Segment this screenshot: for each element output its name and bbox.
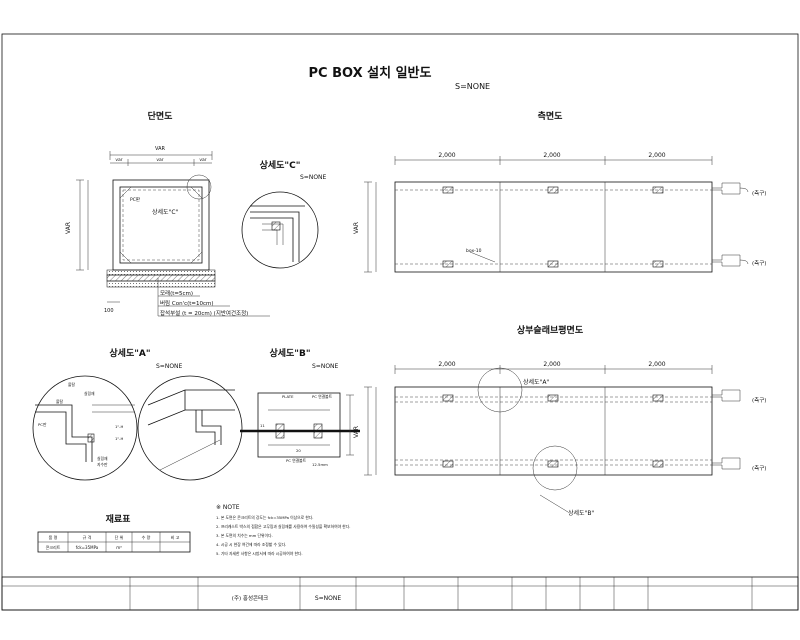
note-3: 3. 본 도면의 치수는 mm 단위이다. <box>216 533 273 538</box>
title-block: (주) 홍성콘테크 S=NONE <box>1 576 799 611</box>
drawing-title: PC BOX 설치 일반도 <box>309 65 432 81</box>
materials-cell-spec: fck=35MPa <box>76 545 99 550</box>
detail-b-title: 상세도"B" <box>269 347 310 359</box>
plan-slab-outline <box>394 386 713 476</box>
detail-a-label-2: 실링재 <box>84 391 95 396</box>
section-dim-sub-left: var <box>115 157 122 163</box>
side-dim-2: 2,000 <box>543 152 560 159</box>
title-block-company: (주) 홍성콘테크 <box>232 594 268 602</box>
detail-b-label-11: 11 <box>260 423 265 428</box>
materials-header-unit: 단 위 <box>115 534 124 540</box>
detail-a-label-8: 지수판 <box>97 462 108 467</box>
note-1: 1. 본 도면은 콘크리트의 강도는 fck=35MPa 이상으로 한다. <box>216 515 314 520</box>
detail-a-title: 상세도"A" <box>109 347 150 359</box>
section-view: 단면도 VAR var var var VAR PC판 상세도"C" 100 <box>65 110 270 317</box>
detail-a-circle-1 <box>32 375 138 481</box>
section-dim-side: VAR <box>65 222 72 234</box>
detail-b-label-bolt-1: PC 연결볼트 <box>312 394 333 399</box>
detail-a-label-1: 몰탈 <box>68 382 75 387</box>
plan-detail-a-callout <box>477 367 523 413</box>
section-title: 단면도 <box>148 110 174 122</box>
materials-header-note: 비 고 <box>171 534 180 540</box>
detail-b-view: 상세도"B" S=NONE PLATE PC 연결볼트 11 20 PC 연결볼… <box>240 347 360 467</box>
materials-header-spec: 규 격 <box>83 534 92 540</box>
materials-title: 재료표 <box>106 513 132 525</box>
section-dim-sub-right: var <box>199 157 206 163</box>
plan-dim-2: 2,000 <box>543 361 560 368</box>
plan-label-detail-b: 상세도"B" <box>568 509 594 517</box>
title-block-scale: S=NONE <box>315 595 342 602</box>
materials-header-qty: 수 량 <box>142 534 151 540</box>
section-label-detail-c: 상세도"C" <box>152 208 179 216</box>
section-layer-gravel: 잡석부설 (t = 20cm) (지반여건조정) <box>160 309 248 317</box>
plan-end-label-top: (측구) <box>752 396 766 404</box>
note-5: 5. 기타 자세한 사항은 시방서에 따라 시공하여야 한다. <box>216 551 303 556</box>
materials-table: 재료표 품 명 규 격 단 위 수 량 비 고 콘크리트 fck=35MPa m… <box>37 513 191 553</box>
detail-a-label-5: 1"-H <box>115 424 124 429</box>
detail-c-circle <box>241 191 319 269</box>
detail-b-label-plate: PLATE <box>282 394 294 399</box>
detail-a-scale: S=NONE <box>156 363 183 370</box>
side-rebar-note: box-10 <box>466 248 482 254</box>
note-4: 4. 시공 시 현장 여건에 따라 조정할 수 있다. <box>216 542 286 547</box>
detail-a-label-6: 1"-H <box>115 436 124 441</box>
plan-label-detail-a: 상세도"A" <box>523 378 549 386</box>
side-end-label-bottom: (측구) <box>752 259 766 267</box>
materials-cell-unit: m³ <box>116 545 122 550</box>
materials-cell-name: 콘크리트 <box>46 544 61 550</box>
note-2: 2. 프리캐스트 박스의 접합은 고무링과 실링재를 사용하여 수밀성을 확보하… <box>216 524 350 529</box>
section-layer-sand: 모래(t=5cm) <box>160 289 193 297</box>
section-dim-sub-mid: var <box>156 157 163 163</box>
materials-header-name: 품 명 <box>49 534 58 540</box>
section-dim-100: 100 <box>104 308 114 314</box>
notes-title: ※ NOTE <box>216 504 240 511</box>
side-end-label-top: (측구) <box>752 189 766 197</box>
detail-b-label-bolt-2: PC 연결볼트 <box>286 458 307 463</box>
plan-dim-3: 2,000 <box>648 361 665 368</box>
side-dim-3: 2,000 <box>648 152 665 159</box>
detail-b-label-12-5mm: 12.5mm <box>312 462 328 467</box>
side-dim-1: 2,000 <box>438 152 455 159</box>
plan-detail-b-callout <box>532 445 578 491</box>
side-dim-side: VAR <box>353 222 360 234</box>
detail-a-circle-2 <box>137 375 243 481</box>
detail-b-scale: S=NONE <box>312 363 339 370</box>
plan-end-label-bottom: (측구) <box>752 464 766 472</box>
section-dim-top: VAR <box>155 146 166 152</box>
side-view: 측면도 2,000 2,000 2,000 VAR box-10 (측구) (측… <box>353 110 766 273</box>
detail-a-label-3: 몰탈 <box>56 399 63 404</box>
detail-c-title: 상세도"C" <box>260 159 301 171</box>
section-label-pc: PC판 <box>130 196 140 203</box>
detail-a-view: 상세도"A" S=NONE 몰탈 실링재 몰탈 PC판 1"-H 1"-H 실링… <box>32 347 243 481</box>
detail-a-label-4: PC판 <box>38 422 47 427</box>
detail-c-scale: S=NONE <box>300 174 327 181</box>
section-layer-concrete: 버림 Con'c(t=10cm) <box>160 299 214 307</box>
detail-c-view: 상세도"C" S=NONE <box>241 159 327 269</box>
box-outer <box>112 179 210 271</box>
side-box-outline <box>394 181 713 273</box>
notes-block: ※ NOTE 1. 본 도면은 콘크리트의 강도는 fck=35MPa 이상으로… <box>216 504 350 556</box>
plan-dim-side: VAR <box>353 426 360 438</box>
plan-title: 상부슬래브평면도 <box>517 324 584 336</box>
detail-a-label-7: 실링재 <box>97 456 108 461</box>
side-title: 측면도 <box>538 110 564 122</box>
detail-b-label-20: 20 <box>296 448 301 453</box>
box-inner <box>119 186 203 264</box>
detail-b-frame <box>257 392 341 458</box>
plan-dim-1: 2,000 <box>438 361 455 368</box>
plan-view: 상부슬래브평면도 2,000 2,000 2,000 VAR 상세도"A" 상세… <box>353 324 766 517</box>
drawing-scale: S=NONE <box>455 82 490 91</box>
detail-c-callout <box>186 174 212 200</box>
